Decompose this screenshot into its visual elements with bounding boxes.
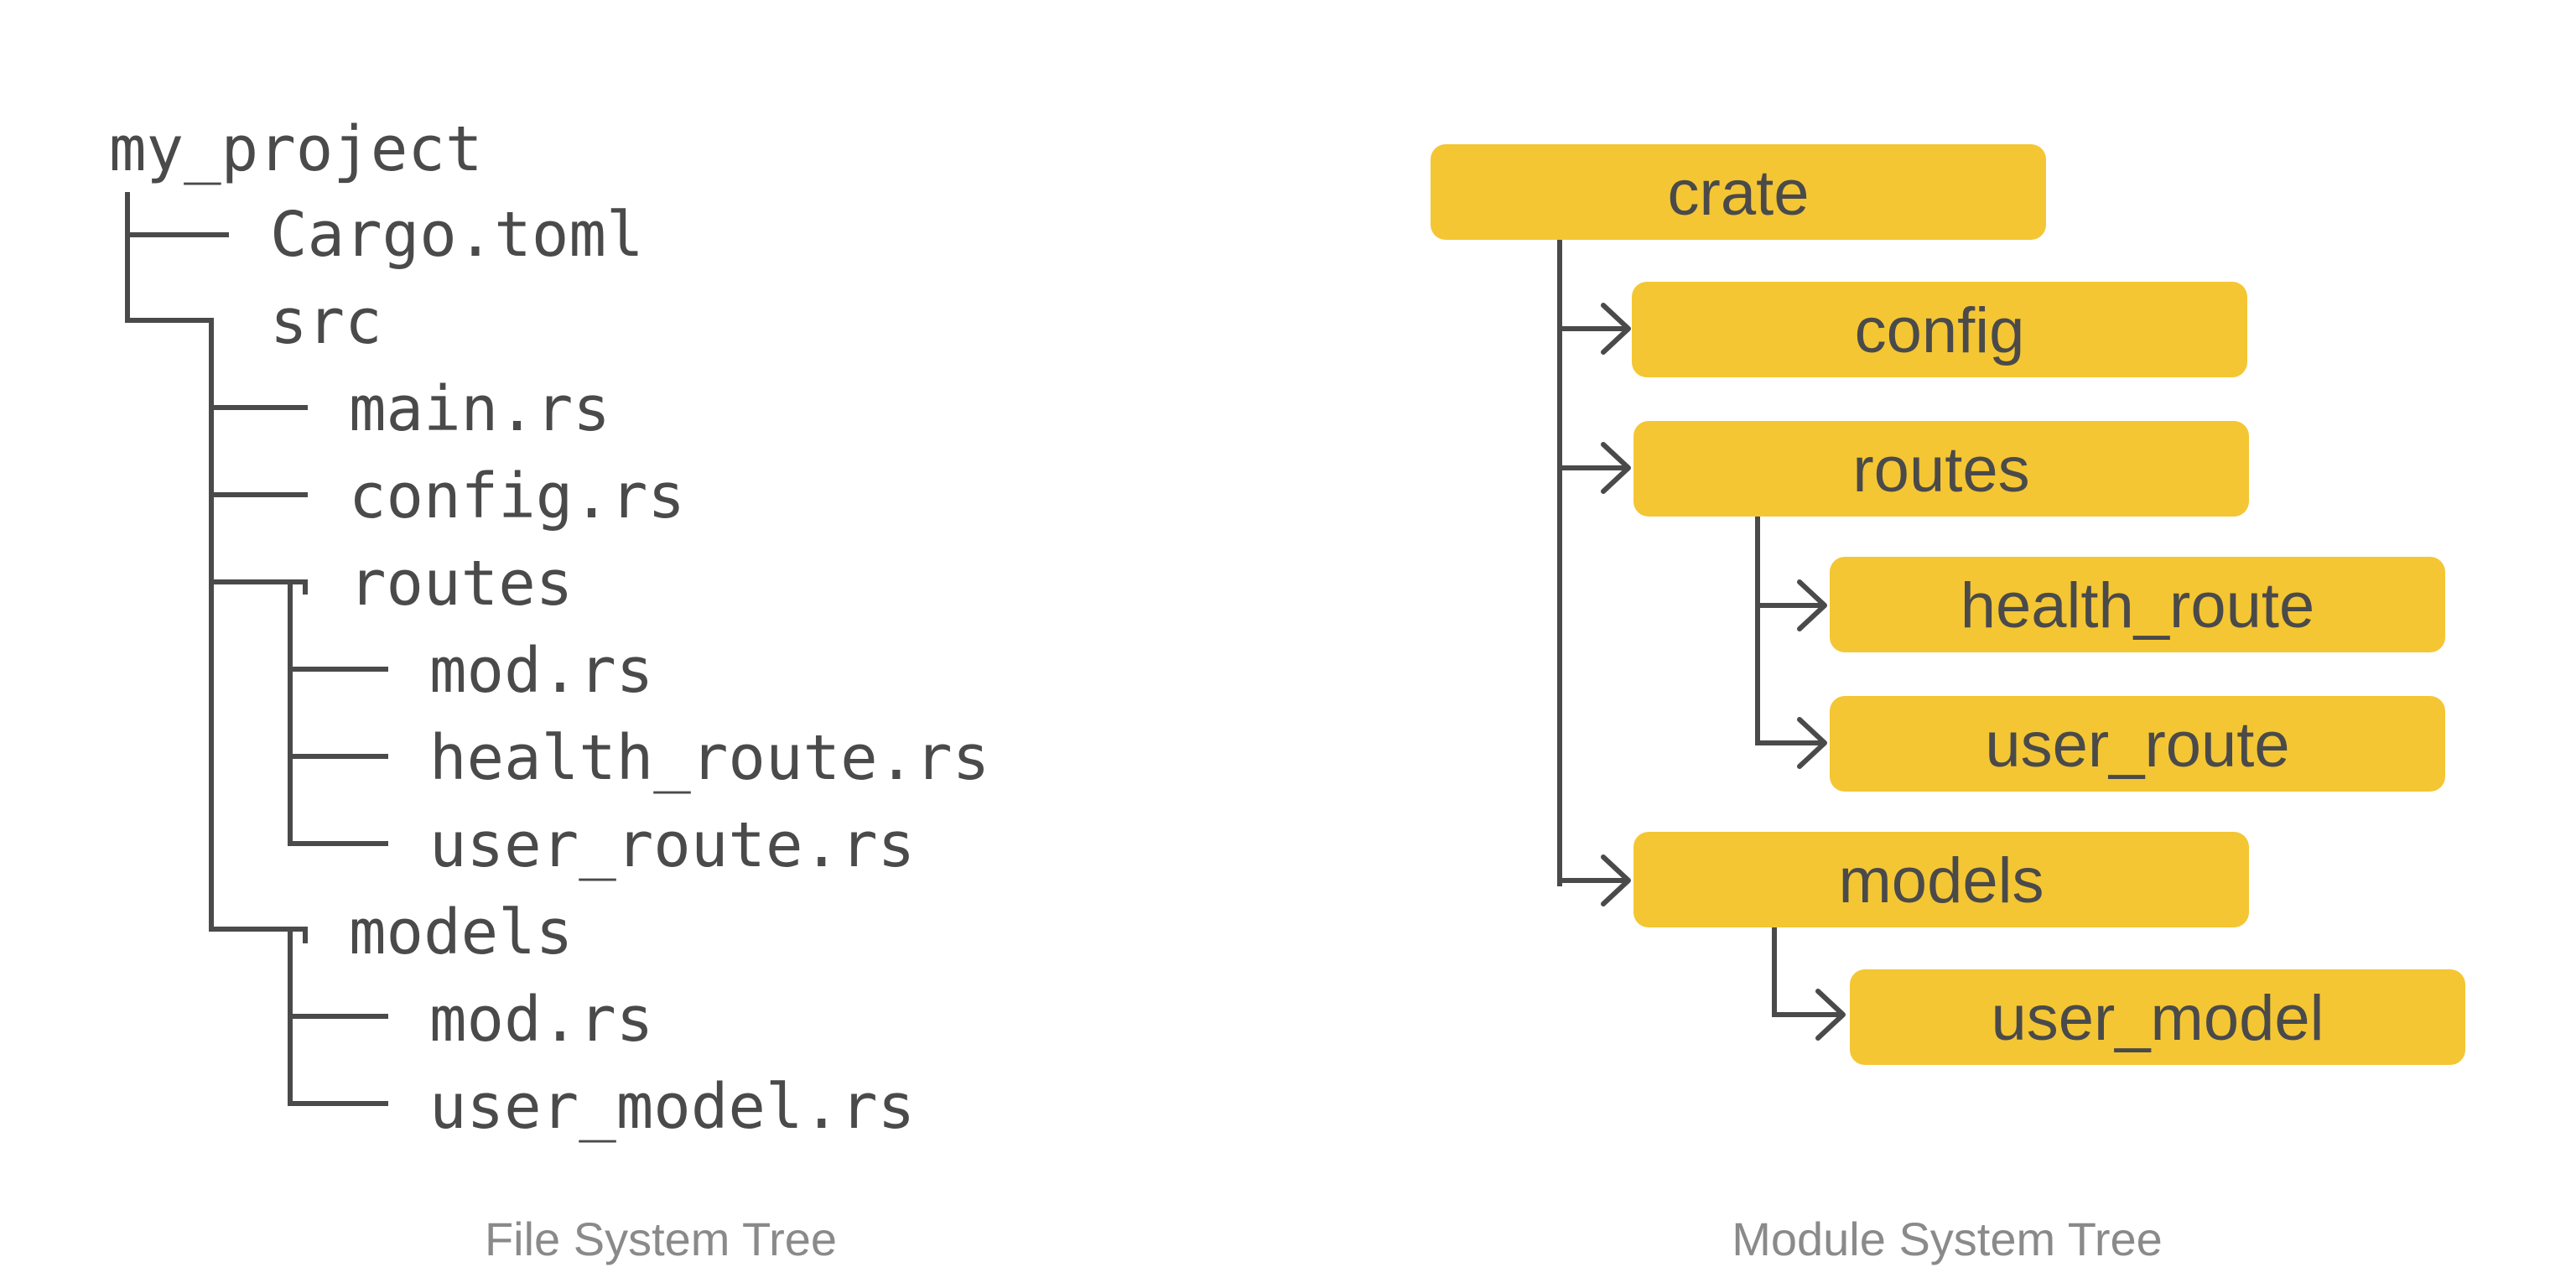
module-node-user-model: user_model (1850, 969, 2465, 1065)
fs-root-label: my_project (109, 113, 483, 185)
file-system-tree: my_project Cargo.toml src main.rs config… (109, 113, 989, 1265)
module-node-routes: routes (1633, 421, 2249, 517)
models-connector (209, 927, 308, 943)
module-node-config: config (1632, 282, 2247, 377)
fs-health-route-rs-label: health_route.rs (429, 722, 989, 794)
src-connector (125, 318, 214, 334)
module-box-config (1632, 282, 2247, 377)
fs-cargo-toml-label: Cargo.toml (270, 199, 644, 271)
fs-user-model-rs-label: user_model.rs (429, 1071, 915, 1143)
fs-main-rs-label: main.rs (349, 373, 610, 445)
fs-routes-label: routes (349, 548, 573, 620)
module-box-crate (1431, 144, 2046, 240)
health-route-arrow-icon (1797, 579, 1827, 631)
fs-models-label: models (349, 896, 573, 969)
module-node-models: models (1633, 832, 2249, 927)
module-tree-connectors (1557, 237, 1846, 1041)
module-label-health-route: health_route (1961, 570, 2315, 641)
module-box-models (1633, 832, 2249, 927)
fs-tree-caption: File System Tree (485, 1213, 837, 1265)
module-node-health-route: health_route (1830, 557, 2445, 652)
module-node-crate: crate (1431, 144, 2046, 240)
module-box-user-model (1850, 969, 2465, 1065)
routes-connector (209, 579, 308, 595)
file-tree-connectors (125, 192, 388, 1106)
config-arrow-icon (1601, 303, 1631, 355)
fs-models-mod-rs-label: mod.rs (429, 984, 653, 1056)
fs-routes-mod-rs-label: mod.rs (429, 635, 653, 707)
module-label-user-model: user_model (1991, 983, 2324, 1054)
module-label-models: models (1839, 845, 2044, 917)
models-branch-line (1772, 925, 1844, 1017)
module-label-routes: routes (1852, 434, 2029, 506)
module-system-tree: crate config routes health_route user_ro… (1431, 144, 2465, 1265)
module-label-config: config (1855, 295, 2025, 366)
module-node-user-route: user_route (1830, 696, 2445, 792)
routes-arrow-icon (1601, 442, 1631, 494)
fs-user-route-rs-label: user_route.rs (429, 809, 915, 881)
user-route-arrow-icon (1797, 717, 1827, 769)
module-tree-caption: Module System Tree (1732, 1213, 2163, 1265)
module-label-user-route: user_route (1985, 709, 2289, 781)
module-box-user-route (1830, 696, 2445, 792)
module-box-health-route (1830, 557, 2445, 652)
models-arrow-icon (1601, 854, 1631, 906)
module-label-crate: crate (1668, 158, 1810, 229)
user-model-arrow-icon (1815, 989, 1846, 1041)
fs-src-label: src (270, 286, 382, 358)
module-box-routes (1633, 421, 2249, 517)
fs-config-rs-label: config.rs (349, 460, 685, 532)
